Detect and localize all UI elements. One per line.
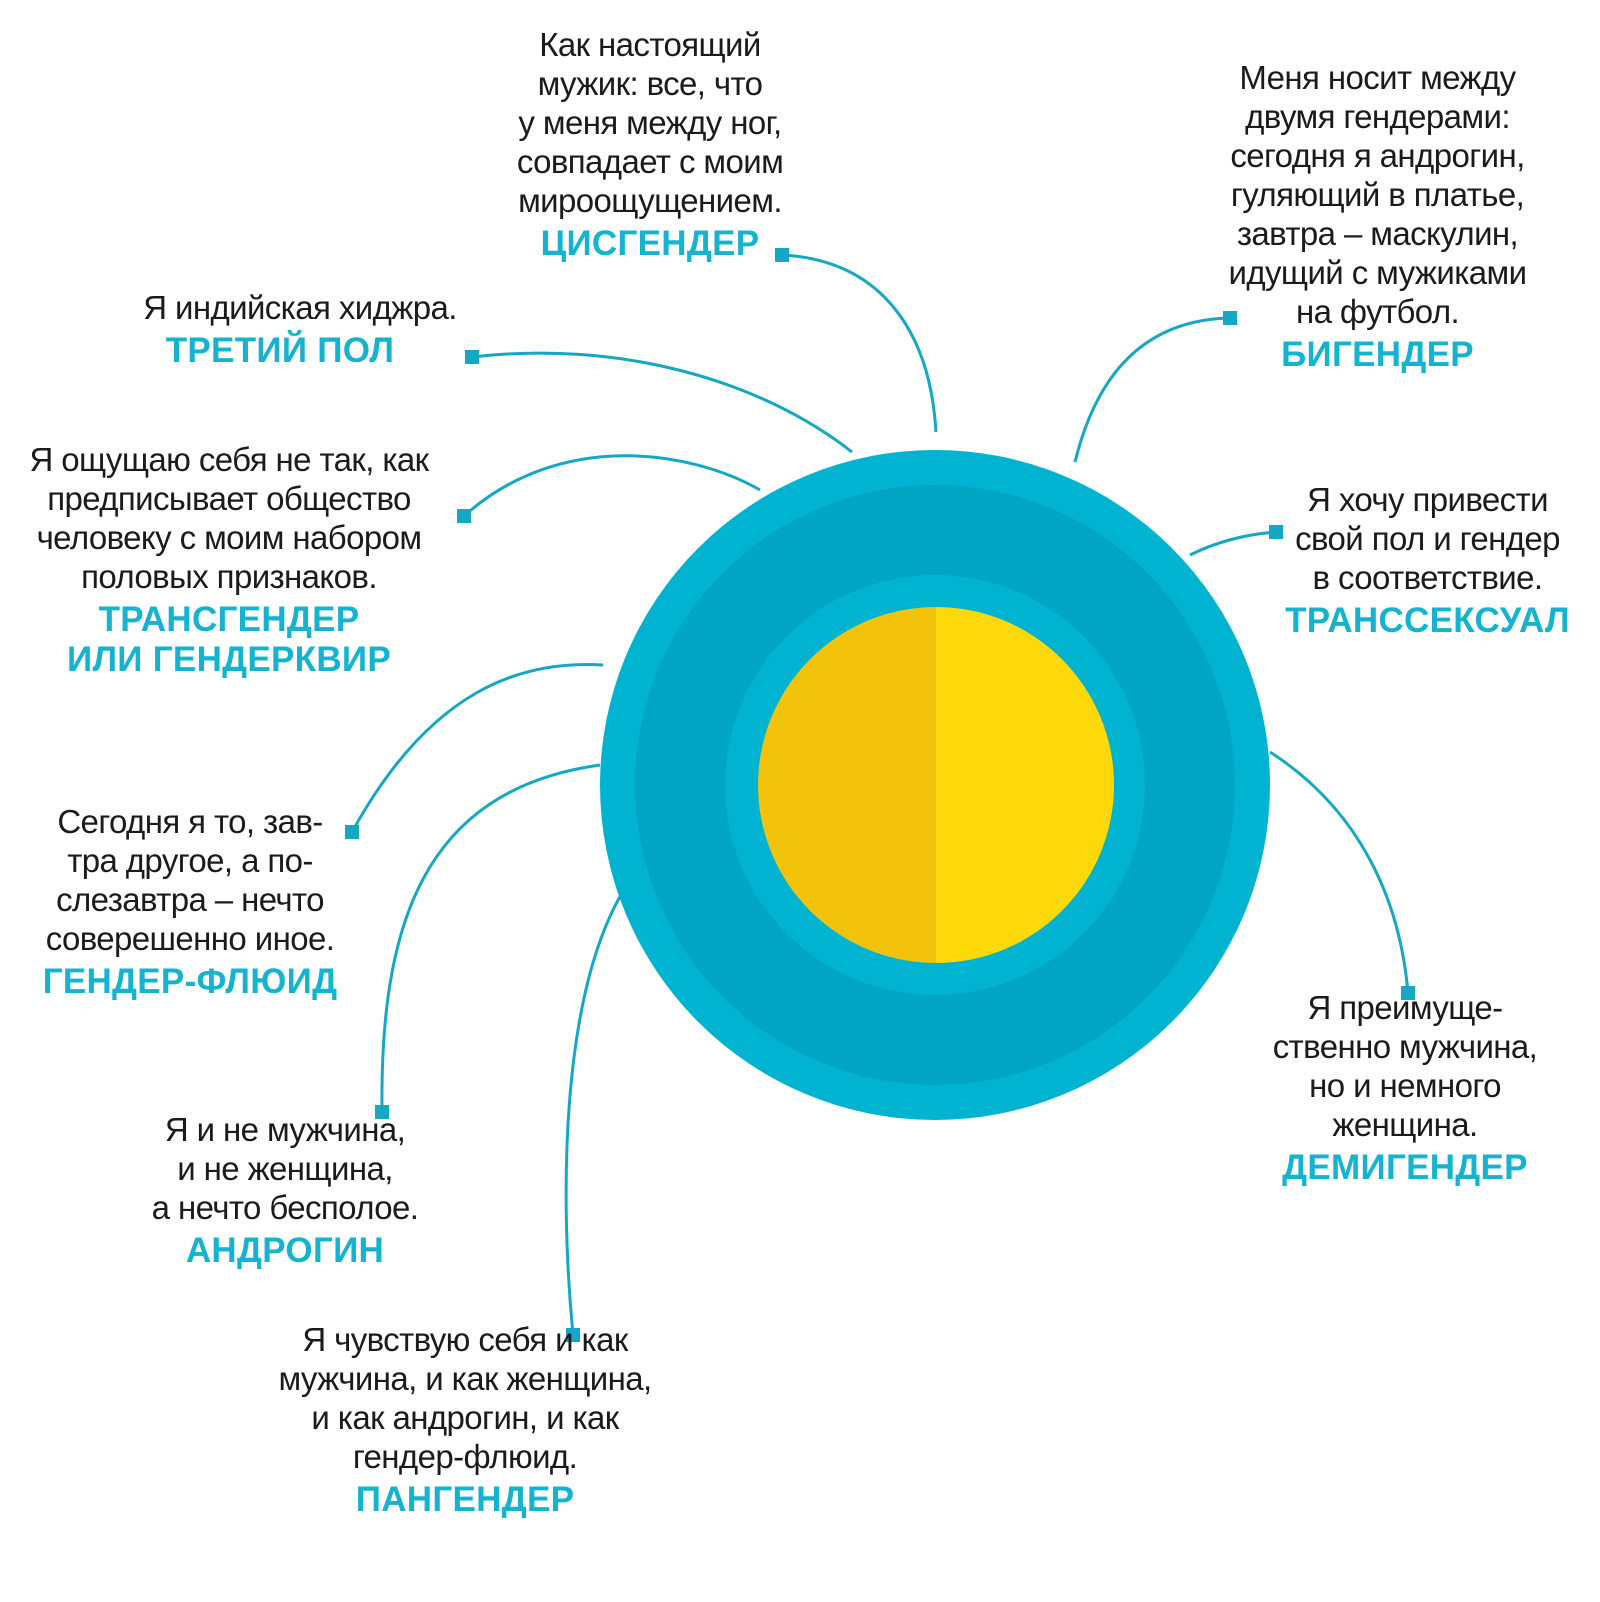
cisgender-description: Как настоящий мужик: все, что у меня меж… — [516, 26, 784, 219]
transgender-term: ТРАНСГЕНДЕР ИЛИ ГЕНДЕРКВИР — [66, 600, 392, 679]
genderfluid-description: Сегодня я то, зав- тра другое, а по- сле… — [45, 803, 335, 957]
third-gender-description: Я индийская хиджра. — [143, 289, 457, 326]
label-transsexual: Я хочу привести свой пол и гендер в соот… — [1265, 480, 1590, 641]
connector-genderfluid — [350, 663, 604, 833]
pangender-description: Я чувствую себя и как мужчина, и как жен… — [278, 1321, 652, 1475]
core-right-half — [936, 607, 1114, 963]
cisgender-term: ЦИСГЕНДЕР — [540, 224, 760, 263]
bigender-term: БИГЕНДЕР — [1281, 335, 1474, 374]
label-transgender: Я ощущаю себя не так, как предписывает о… — [4, 440, 454, 680]
label-cisgender: Как настоящий мужик: все, что у меня меж… — [470, 25, 830, 264]
connector-end-demigender — [1401, 986, 1415, 1000]
central-circle — [600, 450, 1270, 1120]
connector-end-cisgender — [775, 248, 789, 262]
connector-third-gender — [471, 351, 853, 454]
transgender-description: Я ощущаю себя не так, как предписывает о… — [29, 441, 429, 595]
core-left-half — [758, 607, 936, 963]
demigender-term: ДЕМИГЕНДЕР — [1282, 1148, 1528, 1187]
connector-end-bigender — [1223, 311, 1237, 325]
transsexual-term: ТРАНССЕКСУАЛ — [1285, 601, 1570, 640]
label-genderfluid: Сегодня я то, зав- тра другое, а по- сле… — [10, 802, 370, 1002]
pangender-term: ПАНГЕНДЕР — [355, 1480, 575, 1519]
connector-androgyne — [380, 763, 601, 1113]
connector-transgender — [463, 454, 761, 518]
connector-end-genderfluid — [345, 825, 359, 839]
connector-bigender — [1073, 316, 1231, 463]
connector-end-androgyne — [375, 1105, 389, 1119]
connector-end-pangender — [566, 1328, 580, 1342]
third-gender-term: ТРЕТИЙ ПОЛ — [165, 331, 395, 370]
connector-pangender — [564, 892, 624, 1336]
bigender-description: Меня носит между двумя гендерами: сегодн… — [1228, 59, 1528, 330]
label-third-gender: Я индийская хиджра. ТРЕТИЙ ПОЛ — [110, 288, 490, 371]
connector-cisgender — [781, 253, 938, 433]
demigender-description: Я преимуще- ственно мужчина, но и немног… — [1272, 989, 1538, 1143]
androgyne-description: Я и не мужчина, и не женщина, а нечто бе… — [151, 1111, 419, 1226]
connector-transsexual — [1189, 530, 1277, 557]
label-demigender: Я преимуще- ственно мужчина, но и немног… — [1240, 988, 1570, 1188]
androgyne-term: АНДРОГИН — [185, 1231, 385, 1270]
connector-end-transgender — [457, 509, 471, 523]
label-bigender: Меня носит между двумя гендерами: сегодн… — [1185, 58, 1570, 375]
connector-end-transsexual — [1269, 525, 1283, 539]
genderfluid-term: ГЕНДЕР-ФЛЮИД — [42, 962, 338, 1001]
label-pangender: Я чувствую себя и как мужчина, и как жен… — [240, 1320, 690, 1520]
connector-demigender — [1269, 750, 1410, 994]
label-androgyne: Я и не мужчина, и не женщина, а нечто бе… — [110, 1110, 460, 1271]
connectors — [345, 248, 1415, 1342]
transsexual-description: Я хочу привести свой пол и гендер в соот… — [1295, 481, 1560, 596]
connector-end-third-gender — [465, 350, 479, 364]
